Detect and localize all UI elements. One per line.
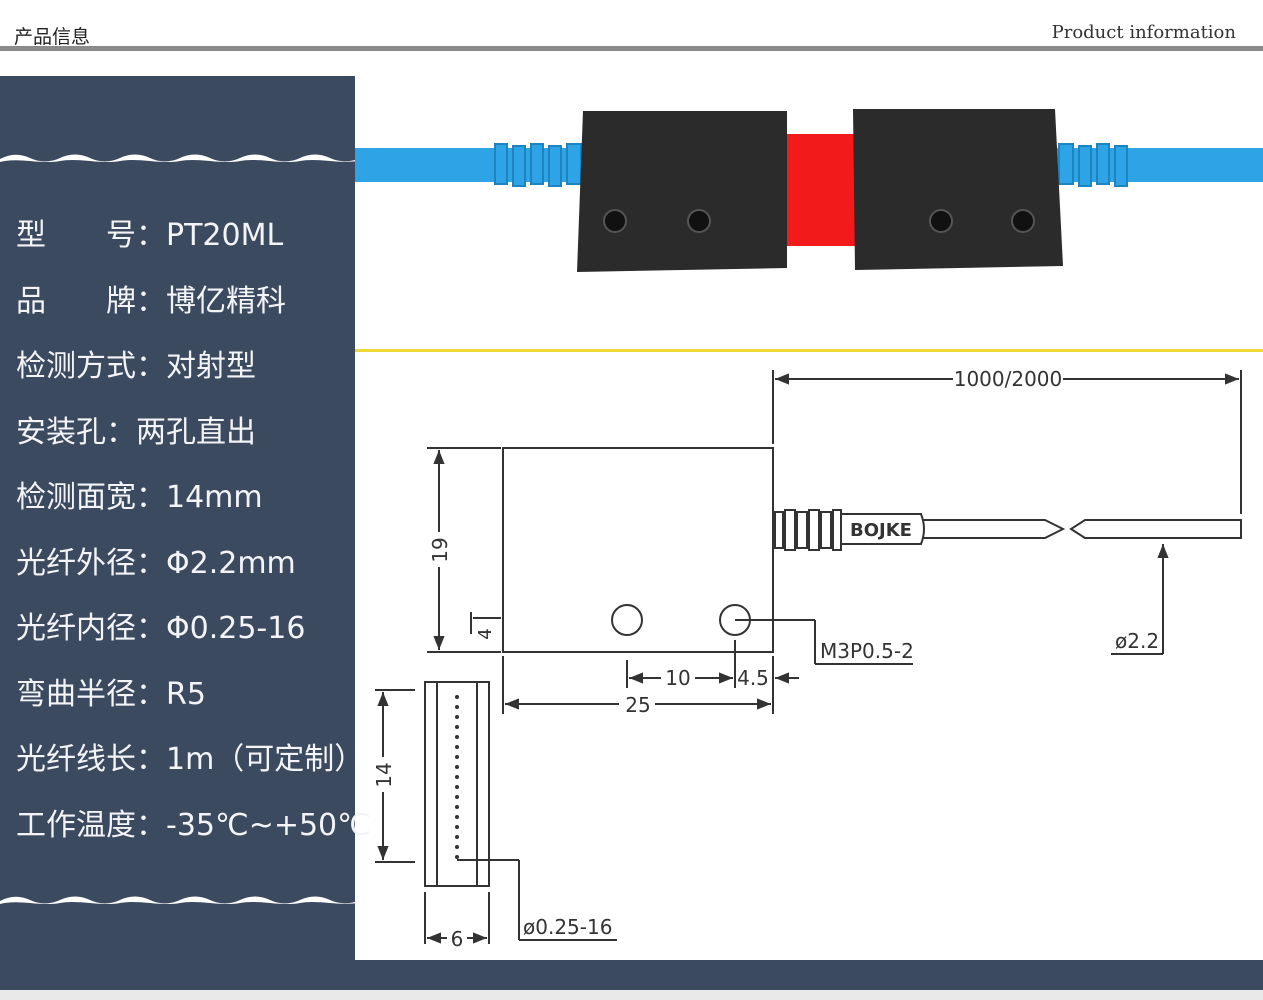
header-divider [0,46,1263,51]
spec-panel [0,76,365,960]
dim-thread: M3P0.5-2 [820,639,914,663]
dim-face-width: 14 [372,762,396,787]
sensor-head-right [853,109,1063,270]
spec-fiber-outer-diameter: 光纤外径：Φ2.2mm [16,545,296,581]
spec-fiber-length: 光纤线长：1m（可定制） [16,742,365,777]
mount-hole-icon [687,209,711,233]
hole-left-icon [611,604,643,636]
light-beam [785,134,855,246]
spec-operating-temperature: 工作温度：-35℃~+50℃ [16,807,371,843]
dim-height: 19 [428,537,452,562]
spec-detection-width: 检测面宽：14mm [16,480,263,515]
spec-detection-mode: 检测方式：对射型 [16,349,256,384]
header-title-en: Product information [1051,22,1236,43]
dim-cable-length: 1000/2000 [954,367,1063,391]
section-divider [355,349,1263,352]
dim-width: 25 [625,693,650,717]
sensor-body-outline [502,447,774,653]
fiber-cable-drawing [923,519,1066,539]
dimension-drawing: 1000/2000 19 4 10 4.5 25 M3P0.5-2 BOJKE … [372,367,1242,951]
dim-hole-offset: 4 [475,628,496,639]
dim-hole-edge: 4.5 [737,666,769,690]
product-image [355,109,1263,272]
brand-mark: BOJKE [850,520,912,541]
mount-hole-icon [1011,209,1035,233]
spec-mounting-holes: 安装孔：两孔直出 [16,414,256,450]
dim-hole-spacing: 10 [665,666,690,690]
wave-divider-bottom [0,896,365,904]
spec-list: 型 号：PT20ML 品 牌：博亿精科 检测方式：对射型 安装孔：两孔直出 检测… [16,210,371,865]
fiber-cable-left [355,148,585,182]
mount-hole-icon [603,209,627,233]
spec-bend-radius: 弯曲半径：R5 [16,676,206,712]
spec-model: 型 号：PT20ML [16,218,284,253]
side-view-outline [424,681,490,887]
spec-fiber-inner-diameter: 光纤内径：Φ0.25-16 [16,611,306,646]
wave-divider-top [0,154,365,162]
dim-depth: 6 [451,927,464,951]
cable-strain-relief-left [494,143,582,187]
brand-sleeve [840,513,925,545]
cable-strain-relief-right [1058,143,1128,187]
fiber-core-array [455,695,459,859]
dim-fiber-diameter: ø2.2 [1115,629,1159,653]
mount-hole-icon [929,209,953,233]
dim-core-diameter: ø0.25-16 [523,915,612,939]
spec-brand: 品 牌：博亿精科 [16,283,286,319]
sensor-head-left [577,111,787,272]
header-title-cn: 产品信息 [14,26,91,48]
footer-strip [0,990,1263,1000]
footer-bar [0,960,1263,990]
